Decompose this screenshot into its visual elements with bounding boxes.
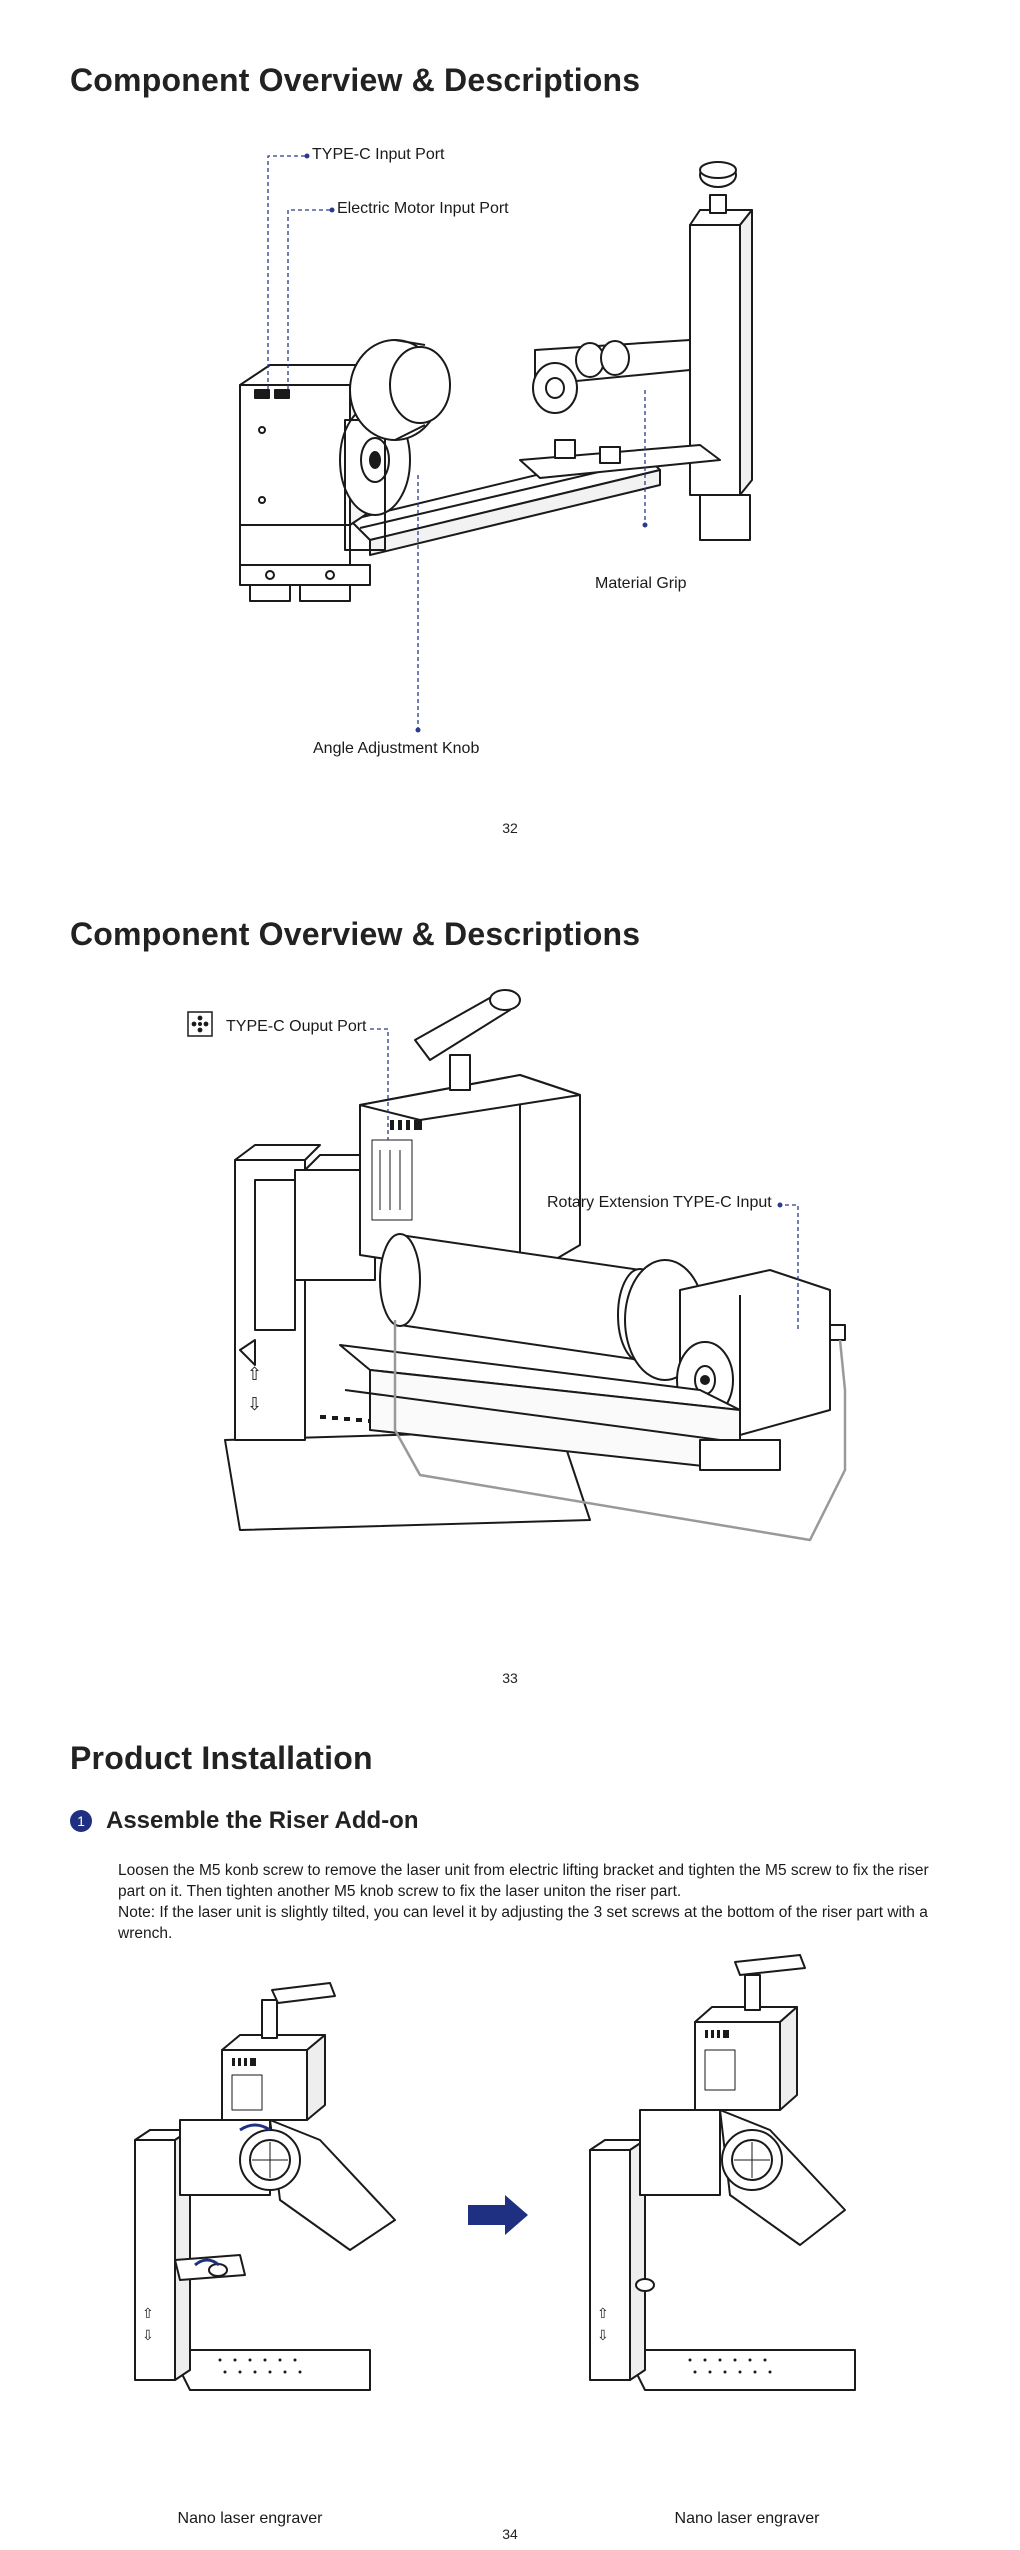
angle-knob-label: Angle Adjustment Knob [313, 740, 480, 757]
page-heading: Component Overview & Descriptions [70, 916, 641, 952]
installation-diagram: ⇧ ⇩ [134, 1954, 856, 2391]
svg-text:⇧: ⇧ [597, 2306, 609, 2322]
material-grip-label: Material Grip [595, 575, 687, 592]
rails [339, 1344, 781, 1471]
motor-input-label: Electric Motor Input Port [337, 200, 509, 217]
engraver-before: ⇧ ⇩ [134, 1982, 396, 2391]
step-number-badge: 1 [70, 1810, 92, 1832]
step-title: Assemble the Riser Add-on [106, 1807, 419, 1834]
page-heading: Component Overview & Descriptions [70, 62, 641, 98]
engraver-after: ⇧ ⇩ [589, 1954, 856, 2391]
leader-lines [267, 155, 646, 730]
svg-text:⇩: ⇩ [597, 2328, 609, 2344]
step-instructions: Loosen the M5 konb screw to remove the l… [118, 1860, 948, 1944]
workpiece-cylinder [379, 1233, 663, 1362]
caption-right: Nano laser engraver [674, 2510, 820, 2527]
type-c-input-label: TYPE-C Input Port [312, 146, 445, 163]
svg-text:⇧: ⇧ [247, 1364, 262, 1385]
page-number: 32 [502, 820, 518, 836]
page-33: Component Overview & Descriptions ⇧ ⇩ [0, 850, 1020, 1700]
rotary-type-c-input-label: Rotary Extension TYPE-C Input [547, 1194, 772, 1211]
svg-text:⇧: ⇧ [142, 2306, 154, 2322]
instruction-note: Note: If the laser unit is slightly tilt… [118, 1904, 928, 1942]
page-34: Product Installation 1 Assemble the Rise… [0, 1700, 1020, 2550]
type-c-cable [393, 1320, 847, 1542]
caption-left: Nano laser engraver [177, 2510, 323, 2527]
leader-lines [370, 1028, 799, 1330]
support-column [689, 161, 753, 541]
type-c-output-label: TYPE-C Ouput Port [226, 1018, 367, 1035]
lifting-bracket: ⇧ ⇩ [234, 1144, 391, 1441]
page-number: 33 [502, 1670, 518, 1686]
page-heading: Product Installation [70, 1740, 373, 1776]
page-32: Component Overview & Descriptions [0, 0, 1020, 850]
arrow-right-icon [468, 2195, 528, 2235]
instruction-text: Loosen the M5 konb screw to remove the l… [118, 1862, 929, 1900]
svg-text:⇩: ⇩ [247, 1394, 262, 1415]
port-icon [187, 1011, 213, 1037]
laser-unit [359, 989, 581, 1281]
engraver-rotary-diagram: ⇧ ⇩ [224, 989, 847, 1542]
motor-drum [349, 339, 451, 441]
step-header: 1 Assemble the Riser Add-on [70, 1807, 419, 1835]
page-number: 34 [502, 2526, 518, 2542]
svg-text:⇩: ⇩ [142, 2328, 154, 2344]
material-grip [519, 339, 721, 479]
rotary-attachment-diagram [239, 153, 753, 733]
